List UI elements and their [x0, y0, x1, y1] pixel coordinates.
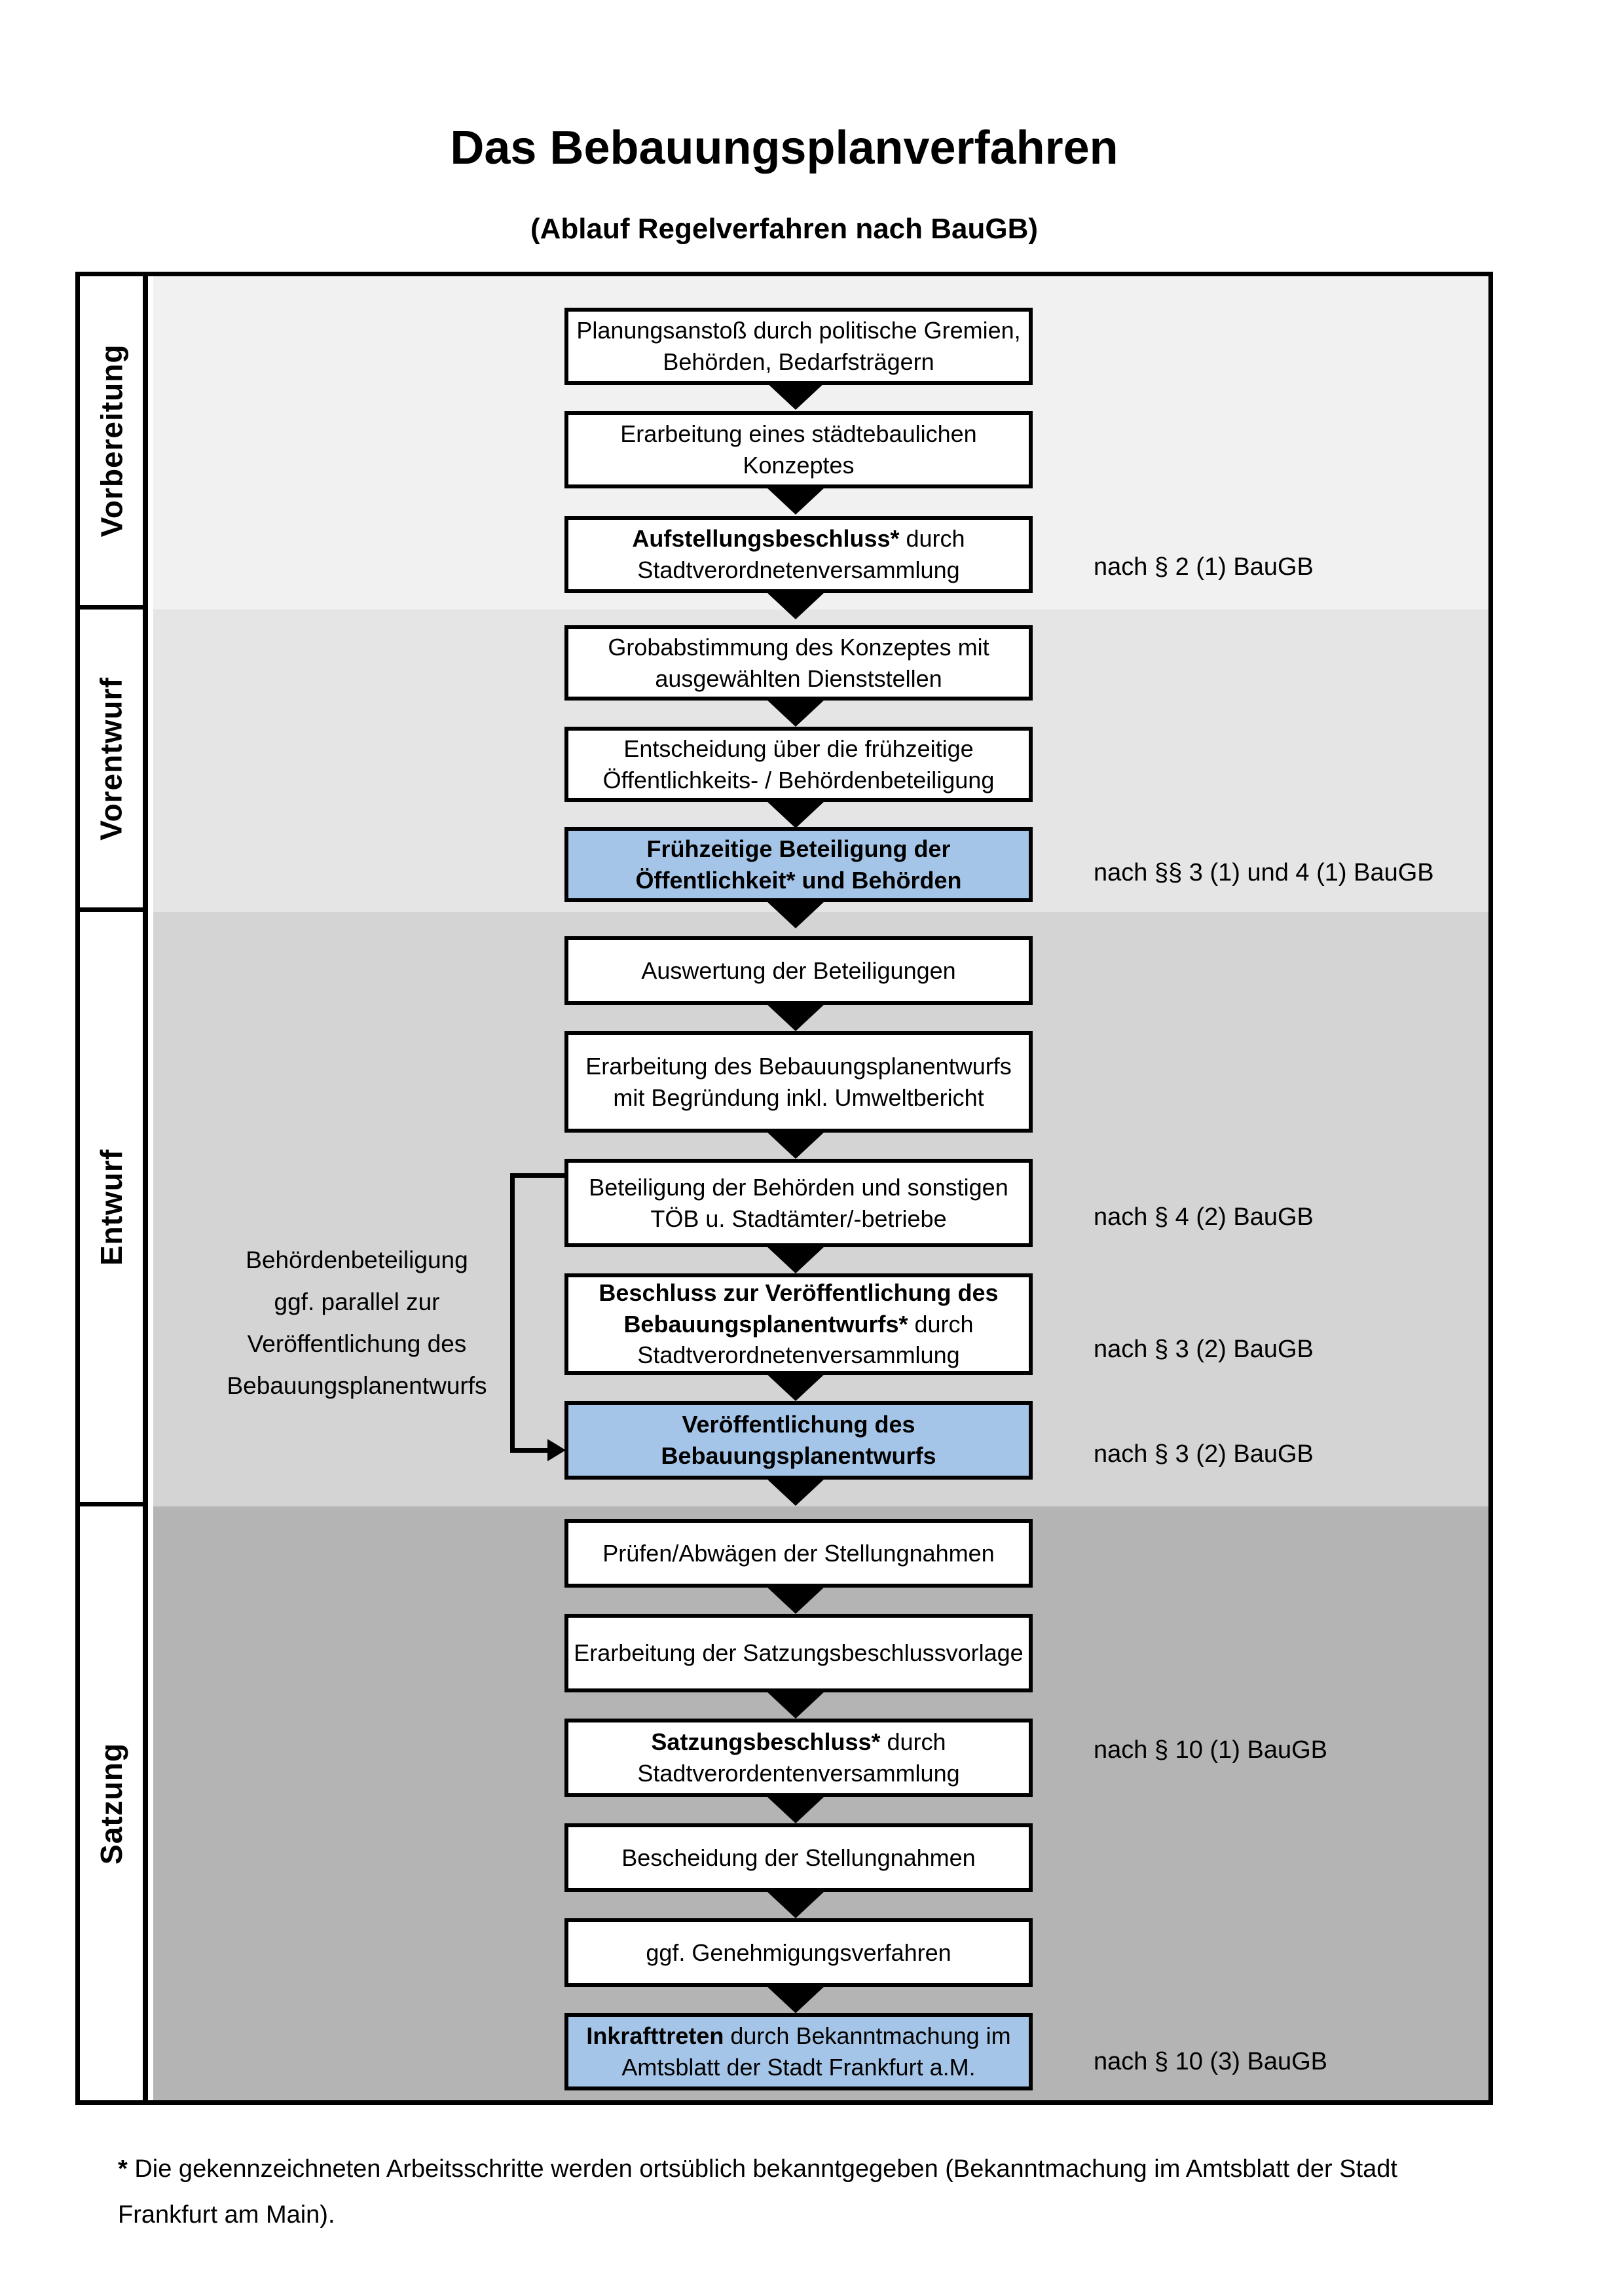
box-text-bold: Aufstellungsbeschluss*: [632, 525, 900, 553]
down-arrow-icon: [766, 1691, 825, 1719]
box-text: Prüfen/Abwägen der Stellungnahmen: [602, 1539, 995, 1567]
down-arrow-icon: [766, 1131, 825, 1159]
down-arrow-icon: [766, 382, 825, 410]
flow-box-grobabstimmung: Grobabstimmung des Konzeptes mit ausgewä…: [564, 625, 1033, 701]
legal-reference: nach §§ 3 (1) und 4 (1) BauGB: [1094, 859, 1434, 886]
flow-box-veroeffentlichung: Veröffentlichung des Bebauungsplanentwur…: [564, 1401, 1033, 1480]
down-arrow-icon: [766, 1586, 825, 1614]
side-note-line: Veröffentlichung des: [247, 1330, 467, 1357]
box-text: durch Stadtverordnetenversammlung: [637, 525, 965, 583]
box-text: Erarbeitung der Satzungsbeschlussvorlage: [574, 1639, 1024, 1667]
down-arrow-icon: [766, 901, 825, 928]
flow-box-veroeffentlichungsbeschluss: Beschluss zur Veröffentlichung des Bebau…: [564, 1273, 1033, 1375]
box-text: Beteiligung der Behörden und sonstigen T…: [589, 1173, 1008, 1232]
phase-label-satzung: Satzung: [94, 1742, 129, 1865]
flow-box-planungsanstoss: Planungsanstoß durch politische Gremien,…: [564, 308, 1033, 385]
down-arrow-icon: [766, 699, 825, 727]
legal-reference: nach § 10 (3) BauGB: [1094, 2048, 1327, 2075]
flow-box-konzept-erarbeitung: Erarbeitung eines städtebaulichen Konzep…: [564, 411, 1033, 488]
down-arrow-icon: [766, 1478, 825, 1506]
flow-box-behoerdenbeteiligung: Beteiligung der Behörden und sonstigen T…: [564, 1159, 1033, 1247]
flow-box-fruehzeitige-beteiligung: Frühzeitige Beteiligung der Öffentlichke…: [564, 827, 1033, 902]
legal-reference: nach § 10 (1) BauGB: [1094, 1736, 1327, 1764]
phase-label-vorbereitung: Vorbereitung: [94, 344, 129, 538]
side-note-line: Bebauungsplanentwurfs: [227, 1372, 487, 1399]
down-arrow-icon: [766, 1246, 825, 1273]
box-text-bold: Satzungsbeschluss*: [651, 1728, 881, 1756]
phase-cell-vorbereitung: Vorbereitung: [80, 276, 148, 610]
phase-label-entwurf: Entwurf: [94, 1148, 129, 1266]
footnote-text-line2: Frankfurt am Main).: [118, 2201, 335, 2229]
footnote: * Die gekennzeichneten Arbeitsschritte w…: [118, 2146, 1565, 2238]
box-text: durch Stadtverordnetenversammlung: [637, 1310, 974, 1369]
box-text-bold: Veröffentlichung des Bebauungsplanentwur…: [661, 1411, 936, 1469]
phase-label-vorentwurf: Vorentwurf: [94, 676, 128, 841]
legal-reference: nach § 3 (2) BauGB: [1094, 1336, 1314, 1363]
flow-box-bescheidung: Bescheidung der Stellungnahmen: [564, 1823, 1033, 1892]
side-note: Behördenbeteiligung ggf. parallel zur Ve…: [177, 1239, 537, 1407]
box-text: Erarbeitung des Bebauungsplanentwurfs mi…: [585, 1052, 1012, 1111]
flow-box-genehmigungsverfahren: ggf. Genehmigungsverfahren: [564, 1918, 1033, 1987]
flow-box-auswertung: Auswertung der Beteiligungen: [564, 936, 1033, 1005]
down-arrow-icon: [766, 592, 825, 619]
box-text: Bescheidung der Stellungnahmen: [621, 1844, 976, 1871]
box-text-bold: Beschluss zur Veröffentlichung des Bebau…: [599, 1279, 999, 1338]
box-text: durch Stadtverordentenversammlung: [637, 1728, 960, 1787]
footnote-text-line1: Die gekennzeichneten Arbeitsschritte wer…: [134, 2155, 1397, 2183]
side-note-line: Behördenbeteiligung: [246, 1247, 468, 1273]
flow-box-inkrafttreten: Inkrafttreten durch Bekanntmachung im Am…: [564, 2013, 1033, 2090]
down-arrow-icon: [766, 1374, 825, 1401]
down-arrow-icon: [766, 1796, 825, 1823]
side-note-line: ggf. parallel zur: [274, 1288, 440, 1315]
legal-reference: nach § 2 (1) BauGB: [1094, 553, 1314, 581]
flow-box-entwurf-erarbeitung: Erarbeitung des Bebauungsplanentwurfs mi…: [564, 1031, 1033, 1133]
connector-bottom-segment: [510, 1448, 549, 1453]
flow-box-entscheidung-beteiligung: Entscheidung über die frühzeitige Öffent…: [564, 727, 1033, 802]
box-text-bold: Frühzeitige Beteiligung der Öffentlichke…: [635, 835, 962, 894]
down-arrow-icon: [766, 487, 825, 515]
down-arrow-icon: [766, 801, 825, 828]
box-text: durch Bekanntmachung im Amtsblatt der St…: [621, 2022, 1011, 2081]
legal-reference: nach § 4 (2) BauGB: [1094, 1203, 1314, 1231]
flow-box-satzungsvorlage: Erarbeitung der Satzungsbeschlussvorlage: [564, 1614, 1033, 1692]
box-text: Grobabstimmung des Konzeptes mit ausgewä…: [608, 633, 989, 692]
phase-cell-vorentwurf: Vorentwurf: [80, 610, 148, 912]
phase-cell-entwurf: Entwurf: [80, 912, 148, 1506]
flow-box-aufstellungsbeschluss: Aufstellungsbeschluss* durch Stadtverord…: [564, 516, 1033, 593]
box-text-bold: Inkrafttreten: [586, 2022, 724, 2050]
page-title: Das Bebauungsplanverfahren: [450, 122, 1118, 174]
connector-vertical-segment: [510, 1173, 515, 1453]
box-text: Erarbeitung eines städtebaulichen Konzep…: [620, 420, 977, 479]
legal-reference: nach § 3 (2) BauGB: [1094, 1440, 1314, 1468]
box-text: Entscheidung über die frühzeitige Öffent…: [602, 735, 995, 793]
box-text: Planungsanstoß durch politische Gremien,…: [576, 317, 1021, 375]
down-arrow-icon: [766, 1986, 825, 2013]
flow-box-satzungsbeschluss: Satzungsbeschluss* durch Stadtverordente…: [564, 1719, 1033, 1797]
footnote-asterisk: *: [118, 2155, 128, 2183]
phase-cell-satzung: Satzung: [80, 1506, 148, 2100]
down-arrow-icon: [766, 1004, 825, 1031]
connector-arrowhead-icon: [547, 1439, 566, 1461]
connector-top-segment: [510, 1173, 564, 1178]
down-arrow-icon: [766, 1891, 825, 1918]
flow-box-pruefen-abwaegen: Prüfen/Abwägen der Stellungnahmen: [564, 1519, 1033, 1588]
box-text: Auswertung der Beteiligungen: [641, 957, 956, 984]
box-text: ggf. Genehmigungsverfahren: [646, 1939, 951, 1966]
page-subtitle: (Ablauf Regelverfahren nach BauGB): [530, 213, 1039, 245]
